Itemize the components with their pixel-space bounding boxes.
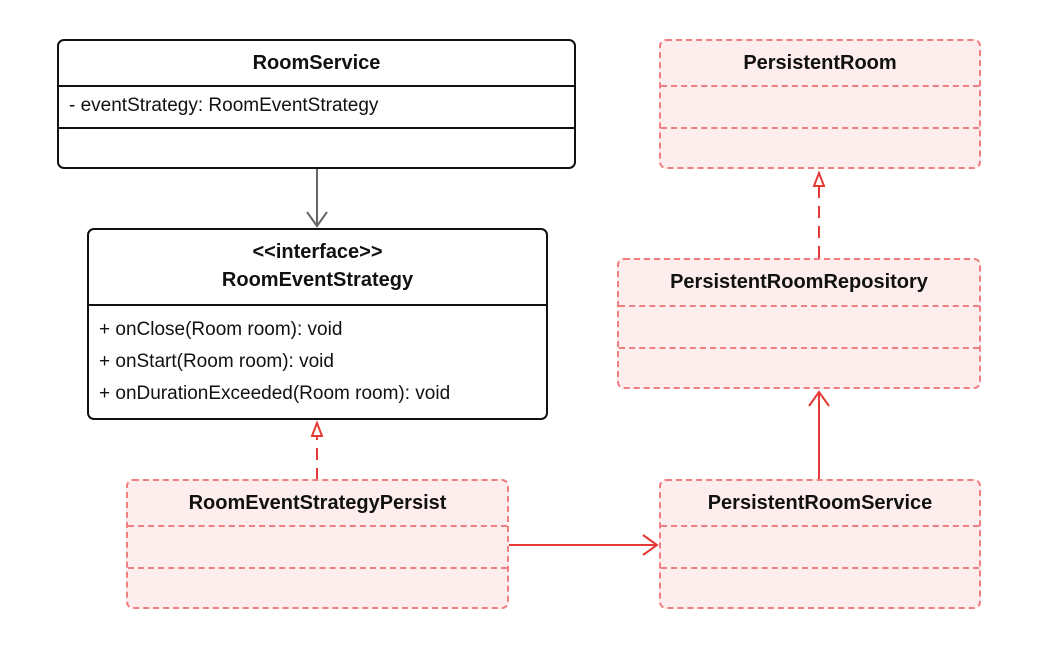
association-arrow-service-to-repository (808, 390, 830, 480)
methods-section (661, 127, 979, 167)
class-name: PersistentRoomRepository (670, 271, 928, 293)
class-name: PersistentRoomService (707, 492, 933, 514)
class-room-service[interactable]: RoomService - eventStrategy: RoomEventSt… (57, 39, 576, 169)
methods-section (128, 567, 507, 607)
method-row: + onDurationExceeded(Room room): void (99, 383, 451, 404)
methods-section (661, 567, 979, 607)
methods-section (619, 347, 979, 387)
attributes-section (661, 85, 979, 127)
class-room-event-strategy-persist[interactable]: RoomEventStrategyPersist (126, 479, 509, 609)
class-persistent-room-service[interactable]: PersistentRoomService (659, 479, 981, 609)
class-persistent-room-repository[interactable]: PersistentRoomRepository (617, 258, 981, 389)
class-name: PersistentRoom (743, 52, 897, 74)
methods-section (59, 127, 574, 167)
class-persistent-room[interactable]: PersistentRoom (659, 39, 981, 169)
association-arrow-persist-to-service (508, 534, 659, 556)
class-name: RoomService (252, 52, 381, 74)
stereotype-label: <<interface>> (252, 241, 383, 263)
attributes-section (128, 525, 507, 567)
attributes-section (661, 525, 979, 567)
method-row: + onStart(Room room): void (99, 351, 334, 372)
class-room-event-strategy[interactable]: <<interface>> RoomEventStrategy + onClos… (87, 228, 548, 420)
class-name: RoomEventStrategyPersist (188, 492, 447, 514)
attribute-row: - eventStrategy: RoomEventStrategy (69, 95, 379, 116)
association-arrow-roomservice-to-strategy (306, 168, 328, 228)
realization-arrow-repository-to-room (812, 170, 826, 258)
class-name: RoomEventStrategy (221, 269, 414, 291)
attributes-section (619, 305, 979, 347)
realization-arrow-persist-to-strategy (310, 420, 324, 480)
method-row: + onClose(Room room): void (99, 319, 343, 340)
